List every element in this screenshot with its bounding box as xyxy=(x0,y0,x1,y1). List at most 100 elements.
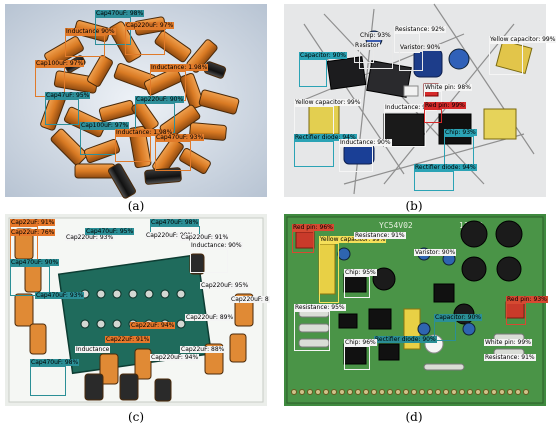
detection-label: Cap220uF: 89% xyxy=(185,314,235,321)
detection-box xyxy=(95,17,131,45)
detection-label: Inductance: 99% xyxy=(384,104,437,111)
board-component xyxy=(112,319,122,329)
detection-box xyxy=(30,366,66,396)
detection-box xyxy=(299,59,327,87)
detection-box xyxy=(294,311,330,351)
solder-pad xyxy=(499,389,505,395)
lead-wire xyxy=(323,13,485,185)
solder-pad xyxy=(443,389,449,395)
detection-label: Cap220uF: 95% xyxy=(200,282,250,289)
white-pin-component xyxy=(403,85,419,97)
detection-box xyxy=(506,303,526,325)
detection-label: Capacitor: 90% xyxy=(299,52,347,59)
board-component xyxy=(128,289,138,299)
detection-label: Cap470uF: 98% xyxy=(30,359,80,366)
solder-pad xyxy=(387,389,393,395)
detection-label: Cap22uF: 91% xyxy=(10,219,56,226)
solder-pad xyxy=(299,389,305,395)
solder-pad xyxy=(491,389,497,395)
inductance-component xyxy=(495,220,523,248)
detection-label: White pin: 99% xyxy=(484,339,532,346)
detection-label: Chip: 93% xyxy=(444,129,477,136)
detection-label: Cap470uF: 98% xyxy=(150,219,200,226)
detection-box xyxy=(359,39,393,69)
capacitor xyxy=(144,67,182,96)
detection-label: Rectifier diode: 94% xyxy=(414,164,477,171)
solder-pad xyxy=(451,389,457,395)
solder-pad xyxy=(339,389,345,395)
solder-pad xyxy=(427,389,433,395)
detection-box xyxy=(444,136,474,166)
caption-d: (d) xyxy=(405,410,423,424)
solder-pad xyxy=(435,389,441,395)
solder-pad xyxy=(307,389,313,395)
solder-pad xyxy=(371,389,377,395)
detection-box xyxy=(434,321,456,341)
solder-pad xyxy=(459,389,465,395)
caption-b: (b) xyxy=(405,199,423,213)
chip-component xyxy=(378,343,400,361)
detection-label: Cap220uF: 97% xyxy=(125,22,175,29)
panel-d-image: YC54V02 11000 Red pin: 96%Yellow capacit… xyxy=(284,214,548,406)
varistor-component xyxy=(417,322,431,336)
capacitor xyxy=(83,138,121,164)
detection-label: Cap22uF: 94% xyxy=(130,322,176,329)
panel-a-image: Inductance 90%Cap470uF: 98%Cap220uF: 97%… xyxy=(5,4,267,199)
detection-label: Cap470uF: 93% xyxy=(155,134,205,141)
capacitor xyxy=(198,89,240,115)
lead-wire xyxy=(433,3,535,155)
varistor-component xyxy=(337,247,351,261)
chip-component xyxy=(368,308,392,330)
capacitor xyxy=(154,378,172,402)
caption-a: (a) xyxy=(127,199,145,213)
detection-box xyxy=(115,136,151,162)
capacitor xyxy=(87,55,113,87)
detection-box xyxy=(125,29,165,55)
chip-component xyxy=(433,283,455,303)
capacitor xyxy=(119,373,139,401)
detection-label: Cap100uF: 97% xyxy=(80,122,130,129)
solder-pad xyxy=(507,389,513,395)
board-component xyxy=(176,289,186,299)
detection-label: Inductance 90% xyxy=(65,28,116,35)
board-component xyxy=(96,289,106,299)
solder-pad xyxy=(395,389,401,395)
inductance-component xyxy=(461,256,487,282)
board-silkscreen-text: YC54V02 xyxy=(379,221,413,230)
detection-box xyxy=(414,171,454,191)
solder-pad xyxy=(291,389,297,395)
board-component xyxy=(80,319,90,329)
capacitor xyxy=(14,293,34,327)
detection-label: Red pin: 96% xyxy=(292,224,334,231)
detection-label: Yellow capacitor: 99% xyxy=(319,236,387,243)
detection-label: Resistance: 91% xyxy=(484,354,536,361)
detection-box xyxy=(190,249,228,273)
solder-pad xyxy=(411,389,417,395)
detection-box xyxy=(394,33,420,53)
detection-box xyxy=(294,141,334,167)
detection-label: Cap47uF: 95% xyxy=(45,92,91,99)
capacitor xyxy=(99,353,119,385)
detection-label: Inductance xyxy=(75,346,111,353)
solder-pad xyxy=(515,389,521,395)
detection-label: Inductance: 90% xyxy=(190,242,243,249)
detection-label: Cap470uF: 93% xyxy=(35,292,85,299)
panel-c-image: Cap22uF: 91%Cap22uF: 76%Cap220uF: 93%Cap… xyxy=(5,214,270,406)
capacitor xyxy=(84,373,104,401)
detection-label: Rectifier diode: 90% xyxy=(374,336,437,343)
detection-label: Cap22uF: 88% xyxy=(180,346,226,353)
detection-label: White pin: 98% xyxy=(424,84,472,91)
detection-box xyxy=(354,49,374,63)
caption-c: (c) xyxy=(127,410,145,424)
resistance-component xyxy=(423,363,465,371)
solder-pad xyxy=(403,389,409,395)
detection-label: Cap220uF: 90% xyxy=(135,96,185,103)
detection-label: Varistor: 90% xyxy=(399,44,442,51)
board-component xyxy=(96,319,106,329)
board-component xyxy=(176,319,186,329)
capacitor xyxy=(144,167,182,185)
solder-pad xyxy=(363,389,369,395)
detection-label: Red pin: 93% xyxy=(506,296,548,303)
solder-pad xyxy=(523,389,529,395)
